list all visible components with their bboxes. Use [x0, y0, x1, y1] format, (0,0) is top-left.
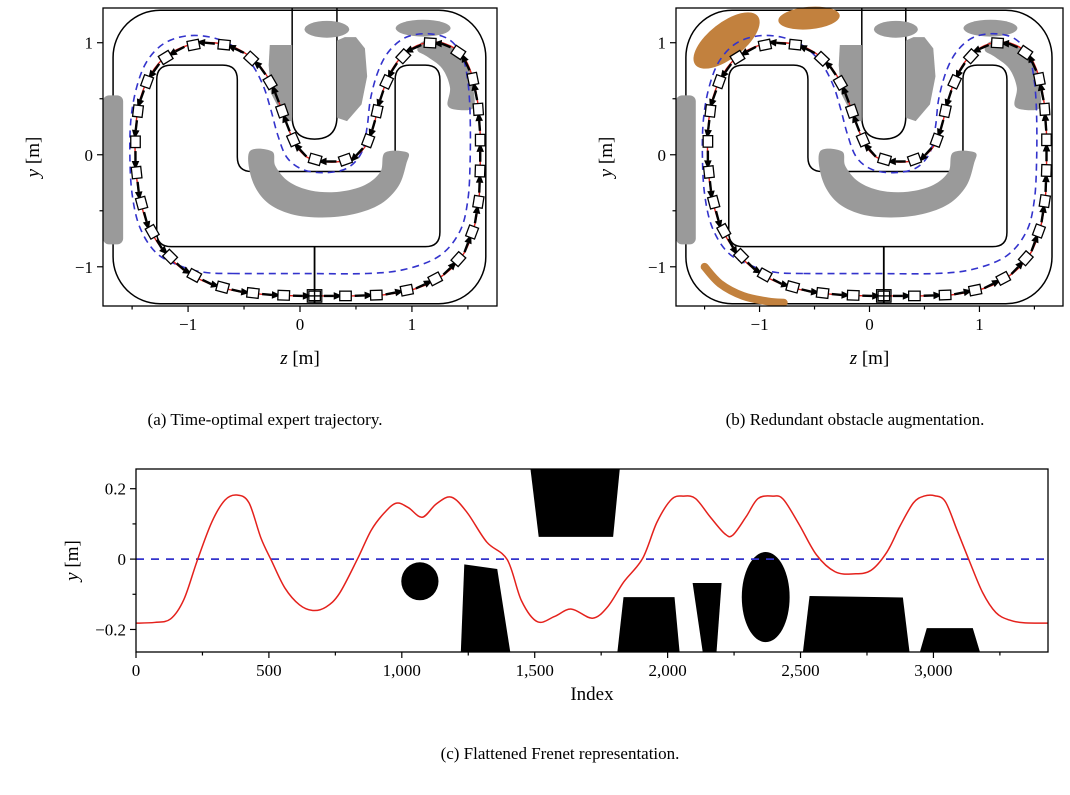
- svg-text:2,000: 2,000: [648, 661, 686, 680]
- axes-a: −1 0 1 1 0 −1 z [m] y [m]: [23, 34, 469, 369]
- svg-text:0: 0: [296, 315, 305, 334]
- ylabel-c: y [m]: [62, 540, 83, 583]
- xlabel-a: z [m]: [279, 348, 320, 369]
- svg-text:3,000: 3,000: [914, 661, 952, 680]
- caption-b: (b) Redundant obstacle augmentation.: [725, 410, 985, 429]
- panel-c-frenet-plot: 0 500 1,000 1,500 2,000 2,500 3,000 0.2 0 −0.2Ind…: [62, 468, 1049, 705]
- svg-text:1: 1: [975, 315, 984, 334]
- vehicle-pose-squares: [130, 37, 486, 302]
- svg-text:0.2: 0.2: [105, 480, 126, 499]
- axes-c: 0 500 1,000 1,500 2,000 2,500 3,000 0.2 0 −0.2Ind…: [62, 480, 1001, 705]
- xlabel-b: z [m]: [849, 348, 890, 369]
- svg-text:1,500: 1,500: [516, 661, 554, 680]
- svg-text:2,500: 2,500: [781, 661, 819, 680]
- svg-text:−1: −1: [179, 315, 197, 334]
- xlabel-c: Index: [570, 684, 614, 705]
- svg-text:0: 0: [132, 661, 141, 680]
- svg-text:1: 1: [408, 315, 417, 334]
- outer-boundary-notch: [861, 8, 907, 140]
- frenet-trajectory-line: [135, 494, 1049, 624]
- axes-b: −1 0 1 1 0 −1 z [m] y [m]: [596, 34, 1036, 369]
- svg-text:0: 0: [85, 146, 94, 165]
- frenet-obstacles: [401, 469, 980, 652]
- vehicle-pose-squares: [702, 37, 1053, 302]
- caption-c: (c) Flattened Frenet representation.: [440, 744, 680, 763]
- svg-text:−0.2: −0.2: [95, 620, 126, 639]
- svg-text:−1: −1: [75, 258, 93, 277]
- svg-text:1: 1: [658, 34, 667, 53]
- svg-text:−1: −1: [751, 315, 769, 334]
- panel-b-track-plot: −1 0 1 1 0 −1 z [m] y [m]: [596, 6, 1064, 369]
- svg-text:0: 0: [118, 550, 127, 569]
- caption-a: (a) Time-optimal expert trajectory.: [147, 410, 383, 429]
- panel-a-track-plot: −1 0 1 1 0 −1 z [m] y [m]: [23, 7, 498, 369]
- svg-text:−1: −1: [648, 258, 666, 277]
- svg-text:500: 500: [256, 661, 282, 680]
- ylabel-a: y [m]: [23, 137, 44, 180]
- svg-text:0: 0: [865, 315, 874, 334]
- svg-text:0: 0: [658, 146, 667, 165]
- svg-text:1: 1: [85, 34, 94, 53]
- svg-text:1,000: 1,000: [383, 661, 421, 680]
- track-centerline: [129, 32, 472, 275]
- outer-boundary-notch: [291, 8, 338, 140]
- track-centerline: [701, 32, 1038, 275]
- ylabel-b: y [m]: [596, 137, 617, 180]
